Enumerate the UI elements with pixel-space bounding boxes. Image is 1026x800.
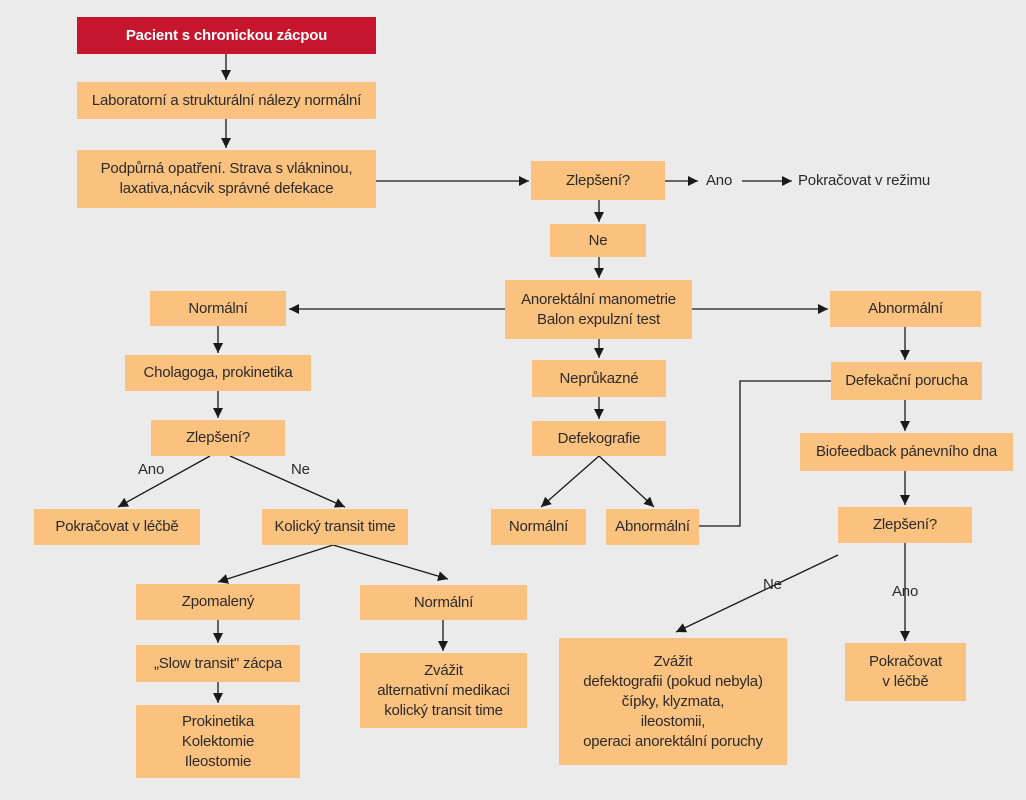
node-continue-treatment-left: Pokračovat v léčbě — [34, 509, 200, 545]
arrow-improve2-to-colic-transit — [229, 455, 346, 508]
node-biofeedback: Biofeedback pánevního dna — [800, 433, 1013, 471]
node-defecography: Defekografie — [532, 421, 666, 456]
node-defecography-abnormal: Abnormální — [606, 509, 699, 545]
arrow-colic-to-slowed — [217, 544, 334, 584]
node-consider-alternative: Zvážit alternativní medikaci kolický tra… — [360, 653, 527, 728]
arrow-improve3-to-consider — [675, 554, 839, 633]
node-continue-treatment-right: Pokračovat v léčbě — [845, 643, 966, 701]
node-inconclusive: Neprůkazné — [532, 360, 666, 397]
node-slow-transit: „Slow transit" zácpa — [136, 645, 300, 682]
label-no-right: Ne — [763, 576, 782, 593]
node-improvement-1: Zlepšení? — [531, 161, 665, 200]
label-yes-right: Ano — [892, 583, 919, 600]
node-improvement-2: Zlepšení? — [151, 420, 285, 456]
label-continue-regime: Pokračovat v režimu — [798, 172, 931, 189]
node-consider-right: Zvážit defektografii (pokud nebyla) čípk… — [559, 638, 787, 765]
node-start: Pacient s chronickou zácpou — [77, 17, 376, 54]
node-defecation-disorder: Defekační porucha — [831, 362, 982, 400]
node-colic-transit-time: Kolický transit time — [262, 509, 408, 545]
node-abnormal-right: Abnormální — [830, 291, 981, 327]
node-no-1: Ne — [550, 224, 646, 257]
label-yes-top: Ano — [706, 172, 733, 189]
arrow-improve2-to-continue-left — [117, 455, 211, 508]
line-abnormal-to-defecation-disorder — [699, 380, 831, 527]
node-improvement-3: Zlepšení? — [838, 507, 972, 543]
node-prokinetika: Prokinetika Kolektomie Ileostomie — [136, 705, 300, 778]
node-normal-left: Normální — [150, 291, 286, 326]
node-defecography-normal: Normální — [491, 509, 586, 545]
node-slowed: Zpomalený — [136, 584, 300, 620]
node-lab-findings: Laboratorní a strukturální nálezy normál… — [77, 82, 376, 119]
node-supportive-measures: Podpůrná opatření. Strava s vlákninou, l… — [77, 150, 376, 208]
arrow-defecography-to-normal — [540, 455, 600, 508]
label-no-left: Ne — [291, 461, 310, 478]
label-yes-left: Ano — [138, 461, 165, 478]
node-anorectal-manometry: Anorektální manometrie Balon expulzní te… — [505, 280, 692, 339]
node-normal-transit: Normální — [360, 585, 527, 620]
arrow-colic-to-normal-transit — [332, 544, 449, 581]
arrow-defecography-to-abnormal — [598, 455, 655, 508]
node-cholagoga: Cholagoga, prokinetika — [125, 355, 311, 391]
